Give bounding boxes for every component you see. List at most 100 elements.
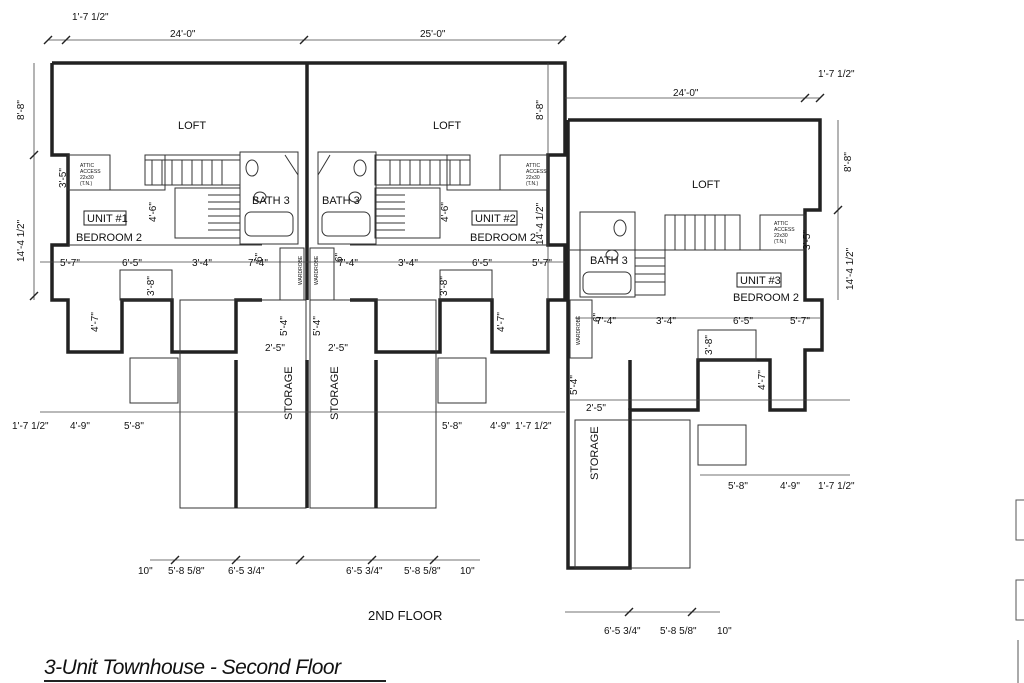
attic-unit3-l2: ACCESS	[774, 227, 795, 233]
unit-label-2: UNIT #2	[475, 213, 516, 225]
dim-bot-1-7-u3: 1'-7 1/2"	[818, 481, 855, 492]
dim-bot-5-8-left: 5'-8"	[124, 421, 144, 432]
room-bedroom-unit1: BEDROOM 2	[76, 232, 142, 244]
dim-bed-6-5-u1: 6'-5"	[122, 258, 142, 269]
attic-unit3-l1: ATTIC	[774, 221, 788, 227]
dim-stor-10-right: 10"	[460, 566, 475, 577]
dim-bot-5-8-u3: 5'-8"	[728, 481, 748, 492]
dim-bath-6-left: 6"	[254, 252, 265, 262]
dim-bot-4-9-left: 4'-9"	[70, 421, 90, 432]
dim-bot-5-8-right: 5'-8"	[442, 421, 462, 432]
attic-unit1-l4: (T.N.)	[80, 181, 93, 187]
dim-unit3-offset: 1'-7 1/2"	[818, 69, 855, 80]
attic-unit2-l2: ACCESS	[526, 169, 547, 175]
dim-loft-depth-left: 8'-8"	[16, 100, 27, 120]
dim-bath-6-unit3: 6"	[592, 312, 603, 322]
dimension-lines	[29, 35, 850, 617]
dim-attic-right: 3'-5"	[802, 230, 813, 250]
unit-label-1: UNIT #1	[87, 213, 128, 225]
stair-treads-unit2	[389, 160, 461, 185]
dim-bath-7-4-u2: 7'-4"	[338, 258, 358, 269]
dim-unit1-width: 24'-0"	[170, 29, 196, 40]
dim-bed-5-7-u1: 5'-7"	[60, 258, 80, 269]
dim-closet-4-7-unit3: 4'-7"	[757, 370, 768, 390]
dim-bot-4-9-u3: 4'-9"	[780, 481, 800, 492]
attic-unit1-l1: ATTIC	[80, 163, 94, 169]
dim-bath-7-4-u3: 7'-4"	[596, 316, 616, 327]
wardrobe-unit1: WARDROBE	[298, 255, 304, 285]
room-bath-unit3: BATH 3	[590, 255, 628, 267]
dim-closet-3-8-left: 3'-8"	[146, 276, 157, 296]
dim-closet-3-8-unit3: 3'-8"	[704, 335, 715, 355]
dim-loft-depth-center: 8'-8"	[535, 100, 546, 120]
dim-unit3-width: 24'-0"	[673, 88, 699, 99]
room-storage-unit2: STORAGE	[329, 366, 341, 420]
dim-bedroom-depth-left: 14'-4 1/2"	[16, 219, 27, 262]
dim-stor-5-8-58-right: 5'-8 5/8"	[404, 566, 441, 577]
unit-label-3: UNIT #3	[740, 275, 781, 287]
room-loft-unit2: LOFT	[433, 120, 461, 132]
dim-hall-5-4-left: 5'-4"	[279, 316, 290, 336]
right-building-walls	[566, 118, 824, 570]
left-building-walls	[50, 61, 567, 509]
attic-unit1-l3: 22x30	[80, 175, 94, 181]
dim-bath-6-right: 6"	[334, 252, 345, 262]
dim-closet-3-8-right: 3'-8"	[439, 276, 450, 296]
attic-unit3-l4: (T.N.)	[774, 239, 787, 245]
dim-hall-2-5-u3: 2'-5"	[586, 403, 606, 414]
drawing-title: 3-Unit Townhouse - Second Floor	[44, 656, 341, 679]
dim-stor-6-5-34-left: 6'-5 3/4"	[228, 566, 265, 577]
dim-attic-left: 3'-5"	[58, 168, 69, 188]
dim-wall-4-6-left: 4'-6"	[148, 202, 159, 222]
dim-hall-5-4-unit3: 5'-4"	[569, 375, 580, 395]
stair-treads-unit2-lower	[375, 194, 405, 231]
room-bath-unit2: BATH 3	[322, 195, 360, 207]
attic-unit2-l3: 22x30	[526, 175, 540, 181]
dim-bath-7-4-u1: 7'-4"	[248, 258, 268, 269]
stair-treads-unit1-lower	[208, 194, 240, 231]
dim-unit2-width: 25'-0"	[420, 29, 446, 40]
dim-closet-4-7-right: 4'-7"	[496, 312, 507, 332]
dim-bedroom-depth-center: 14'-4 1/2"	[535, 202, 546, 245]
dim-bot-1-7-left: 1'-7 1/2"	[12, 421, 49, 432]
stair-treads-unit1	[151, 160, 223, 185]
dim-bed-3-4-u3: 3'-4"	[656, 316, 676, 327]
dim-bed-3-4-u2: 3'-4"	[398, 258, 418, 269]
room-storage-unit1: STORAGE	[283, 366, 295, 420]
dim-stor-5-8-58-u3: 5'-8 5/8"	[660, 626, 697, 637]
attic-unit2-l4: (T.N.)	[526, 181, 539, 187]
dim-bot-4-9-right: 4'-9"	[490, 421, 510, 432]
dim-hall-2-5-u1: 2'-5"	[265, 343, 285, 354]
wardrobe-unit3: WARDROBE	[576, 315, 582, 345]
dim-hall-5-4-right: 5'-4"	[312, 316, 323, 336]
title-underline	[44, 680, 386, 682]
room-bath-unit1: BATH 3	[252, 195, 290, 207]
dim-top-left-offset: 1'-7 1/2"	[72, 12, 109, 23]
dim-stor-10-left: 10"	[138, 566, 153, 577]
dim-loft-depth-right: 8'-8"	[843, 152, 854, 172]
dim-bed-6-5-u3: 6'-5"	[733, 316, 753, 327]
dim-bed-5-7-u2: 5'-7"	[532, 258, 552, 269]
attic-unit3-l3: 22x30	[774, 233, 788, 239]
attic-unit2-l1: ATTIC	[526, 163, 540, 169]
dim-stor-6-5-34-u3: 6'-5 3/4"	[604, 626, 641, 637]
floor-label: 2ND FLOOR	[368, 608, 442, 623]
dim-wall-4-6-right: 4'-6"	[440, 202, 451, 222]
attic-unit1-l2: ACCESS	[80, 169, 101, 175]
dim-stor-6-5-34-right: 6'-5 3/4"	[346, 566, 383, 577]
dim-bot-1-7-right: 1'-7 1/2"	[515, 421, 552, 432]
dim-stor-5-8-58-left: 5'-8 5/8"	[168, 566, 205, 577]
dim-closet-4-7-left: 4'-7"	[90, 312, 101, 332]
room-storage-unit3: STORAGE	[589, 426, 601, 480]
stair-treads-unit3-lower	[635, 257, 665, 283]
dim-stor-10-u3: 10"	[717, 626, 732, 637]
room-loft-unit3: LOFT	[692, 179, 720, 191]
dim-bedroom-depth-right: 14'-4 1/2"	[845, 247, 856, 290]
room-bedroom-unit2: BEDROOM 2	[470, 232, 536, 244]
stair-treads-unit3	[674, 215, 726, 250]
dim-bed-3-4-u1: 3'-4"	[192, 258, 212, 269]
room-loft-unit1: LOFT	[178, 120, 206, 132]
dim-bed-6-5-u2: 6'-5"	[472, 258, 492, 269]
dim-bed-5-7-u3: 5'-7"	[790, 316, 810, 327]
